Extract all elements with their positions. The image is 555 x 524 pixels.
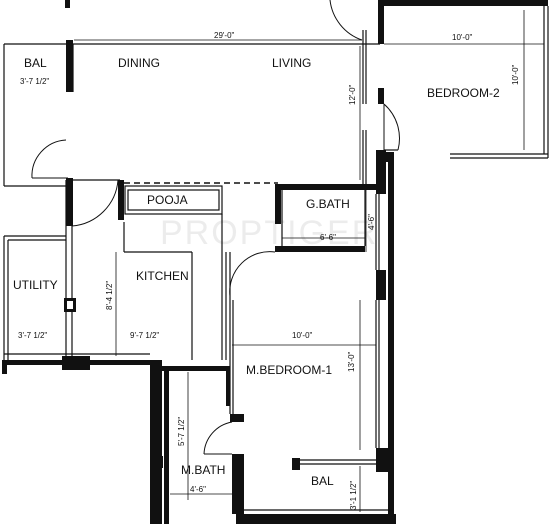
- label-mbedroom-1: M.BEDROOM-1: [246, 363, 332, 377]
- dim-bedroom2-depth: 10'-0": [511, 64, 520, 85]
- label-dining: DINING: [118, 56, 160, 70]
- label-pooja: POOJA: [147, 193, 188, 207]
- dim-living-width: 29'-0": [214, 31, 235, 40]
- label-living: LIVING: [272, 56, 311, 70]
- dim-bedroom2-width: 10'-0": [452, 33, 473, 42]
- label-bedroom-2: BEDROOM-2: [427, 86, 500, 100]
- label-kitchen: KITCHEN: [136, 269, 189, 283]
- thin-lines: [3, 6, 549, 511]
- label-utility: UTILITY: [13, 278, 58, 292]
- doors: [31, 0, 400, 455]
- dim-gbath-width: 6'-6": [320, 233, 336, 242]
- dim-kitchen-width: 9'-7 1/2": [130, 331, 159, 340]
- dim-mbedroom1-depth: 13'-0": [347, 351, 356, 372]
- dim-mbath-width: 4'-6": [190, 485, 206, 494]
- dim-mbedroom1-width: 10'-0": [292, 331, 313, 340]
- label-mbath: M.BATH: [181, 463, 225, 477]
- label-gbath: G.BATH: [306, 197, 350, 211]
- dim-utility-width: 3'-7 1/2": [18, 331, 47, 340]
- dim-gbath-depth: 4'-6": [367, 214, 376, 230]
- label-bal-bottom: BAL: [311, 474, 334, 488]
- dim-living-depth: 12'-0": [348, 84, 357, 105]
- label-bal-top: BAL: [24, 56, 47, 70]
- dim-bal-bottom-depth: 3'-1 1/2": [349, 481, 358, 510]
- dim-kitchen-depth: 8'-4 1/2": [105, 281, 114, 310]
- dim-bal-top-width: 3'-7 1/2": [20, 77, 49, 86]
- dim-mbath-depth: 5'-7 1/2": [177, 417, 186, 446]
- dimension-lines: [74, 10, 544, 512]
- watermark-text: PROPTIGER: [160, 214, 378, 252]
